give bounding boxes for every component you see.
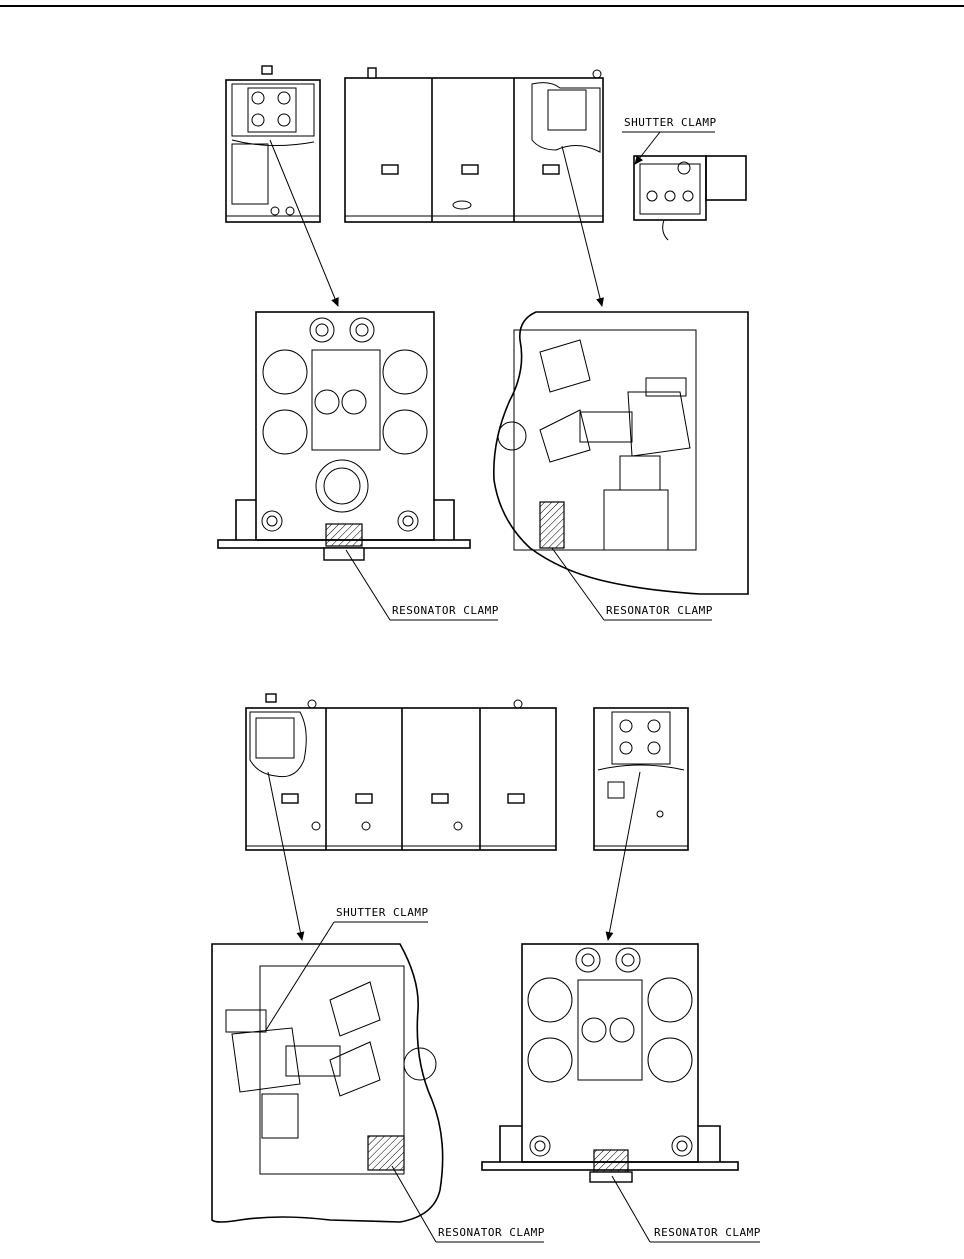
end-view-bottom-small — [594, 708, 688, 850]
shutter-clamp-leader-top — [635, 132, 660, 164]
resonator-end-detail-top — [218, 312, 470, 560]
shutter-clamp-label-bottom: SHUTTER CLAMP — [336, 906, 429, 919]
resonator-interior-detail-top — [494, 312, 748, 594]
callout-arrow-top-left — [270, 140, 338, 306]
resonator-clamp-label-bottom-left: RESONATOR CLAMP — [438, 1226, 545, 1239]
resonator-clamp-leader-top-right — [552, 548, 604, 620]
shutter-clamp-label-top: SHUTTER CLAMP — [624, 116, 717, 129]
resonator-end-detail-bottom — [482, 944, 738, 1182]
resonator-interior-detail-bottom — [212, 944, 443, 1222]
callout-arrow-top-right — [562, 146, 602, 306]
resonator-clamp-label-top-right: RESONATOR CLAMP — [606, 604, 713, 617]
end-view-top-small — [226, 66, 320, 222]
resonator-clamp-leader-bottom-right — [612, 1176, 650, 1242]
resonator-clamp-label-bottom-right: RESONATOR CLAMP — [654, 1226, 761, 1239]
resonator-clamp-leader-bottom-left — [392, 1166, 436, 1242]
side-view-top-long — [345, 68, 603, 222]
side-view-bottom-long — [246, 694, 556, 850]
shutter-clamp-leader-bottom — [266, 922, 334, 1030]
resonator-clamp-leader-top-left — [346, 550, 390, 620]
shutter-clamp-detail-top — [634, 156, 746, 240]
resonator-clamp-label-top-left: RESONATOR CLAMP — [392, 604, 499, 617]
